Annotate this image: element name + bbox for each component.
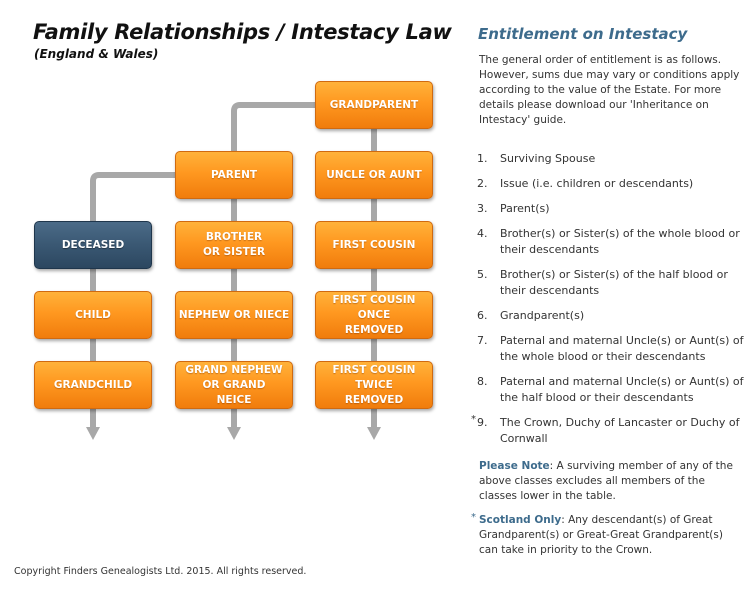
node-first-cousin-once-removed: FIRST COUSIN ONCE REMOVED bbox=[315, 291, 433, 339]
node-grand-nephew-niece: GRAND NEPHEW OR GRAND NEICE bbox=[175, 361, 293, 409]
please-note-text: : A surviving member of any of the above… bbox=[479, 460, 733, 502]
node-deceased: DECEASED bbox=[34, 221, 152, 269]
list-item-number: 2. bbox=[477, 177, 488, 190]
list-item-number: 6. bbox=[477, 309, 488, 322]
list-item-text: Issue (i.e. children or descendants) bbox=[500, 177, 694, 190]
asterisk-marker: * bbox=[471, 414, 476, 425]
node-child: CHILD bbox=[34, 291, 152, 339]
scotland-note-text: : Any descendant(s) of Great Grandparent… bbox=[479, 514, 723, 556]
list-item-number: 7. bbox=[477, 334, 488, 347]
node-grandparent: GRANDPARENT bbox=[315, 81, 433, 129]
list-item-text: Grandparent(s) bbox=[500, 309, 585, 322]
list-item-text: Paternal and maternal Uncle(s) or Aunt(s… bbox=[500, 334, 744, 363]
node-brother-sister: BROTHER OR SISTER bbox=[175, 221, 293, 269]
list-item-number: 4. bbox=[477, 227, 488, 240]
node-parent: PARENT bbox=[175, 151, 293, 199]
arrow-down-icon bbox=[86, 427, 100, 440]
please-note: Please Note: A surviving member of any o… bbox=[479, 459, 745, 504]
panel-title: Entitlement on Intestacy bbox=[478, 25, 688, 43]
copyright-notice: Copyright Finders Genealogists Ltd. 2015… bbox=[14, 566, 307, 577]
list-item-number: 9. bbox=[477, 416, 488, 429]
list-item-number: 8. bbox=[477, 375, 488, 388]
connector-grandparent-parent bbox=[231, 102, 316, 152]
list-item-number: 5. bbox=[477, 268, 488, 281]
connector-parent-deceased bbox=[90, 172, 176, 222]
list-item-number: 3. bbox=[477, 202, 488, 215]
node-first-cousin-twice-removed: FIRST COUSIN TWICE REMOVED bbox=[315, 361, 433, 409]
list-item-text: The Crown, Duchy of Lancaster or Duchy o… bbox=[500, 416, 740, 445]
list-item-text: Parent(s) bbox=[500, 202, 550, 215]
list-item-number: 1. bbox=[477, 152, 488, 165]
page-subtitle: (England & Wales) bbox=[34, 47, 159, 61]
panel-intro: The general order of entitlement is as f… bbox=[479, 54, 740, 126]
arrow-down-icon bbox=[367, 427, 381, 440]
list-item-text: Brother(s) or Sister(s) of the half bloo… bbox=[500, 268, 728, 297]
node-uncle-aunt: UNCLE OR AUNT bbox=[315, 151, 433, 199]
list-item-text: Brother(s) or Sister(s) of the whole blo… bbox=[500, 227, 740, 256]
asterisk-marker: * bbox=[471, 512, 476, 523]
node-first-cousin: FIRST COUSIN bbox=[315, 221, 433, 269]
node-grandchild: GRANDCHILD bbox=[34, 361, 152, 409]
scotland-note: *Scotland Only: Any descendant(s) of Gre… bbox=[471, 512, 745, 558]
list-item-text: Paternal and maternal Uncle(s) or Aunt(s… bbox=[500, 375, 744, 404]
page-title: Family Relationships / Intestacy Law bbox=[33, 20, 452, 44]
node-nephew-niece: NEPHEW OR NIECE bbox=[175, 291, 293, 339]
arrow-down-icon bbox=[227, 427, 241, 440]
list-item-text: Surviving Spouse bbox=[500, 152, 596, 165]
please-note-label: Please Note bbox=[479, 460, 550, 472]
scotland-note-label: Scotland Only bbox=[479, 514, 562, 526]
